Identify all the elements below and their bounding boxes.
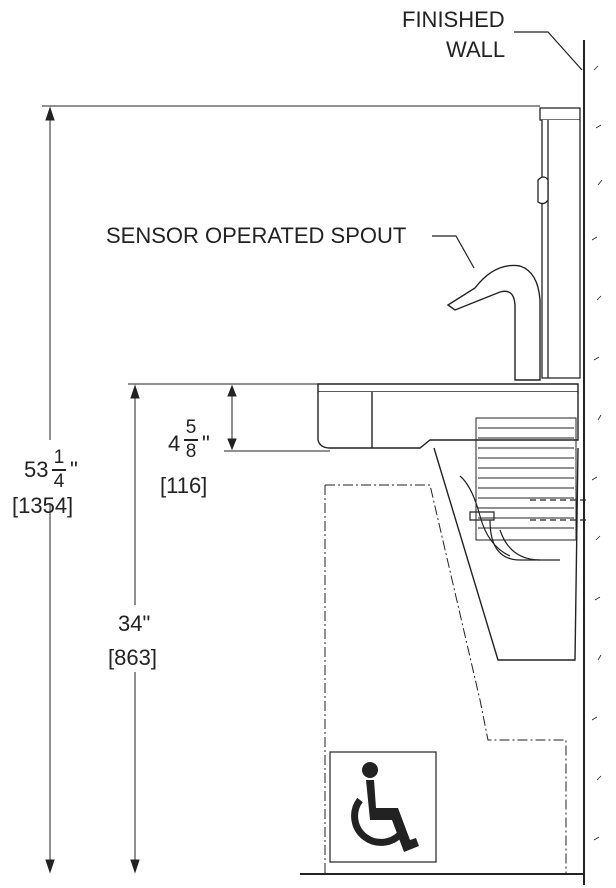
rim-height-metric: [863] [108,645,157,670]
basin-depth-numerator: 5 [185,417,197,438]
finished-wall [583,40,603,885]
total-height-whole: 53 [24,457,49,482]
trap-plumbing [459,475,590,561]
finished-wall-label-line1: FINISHED [402,7,505,32]
back-tower [537,107,581,379]
knee-clearance-outline [324,484,567,874]
wheelchair-icon [329,751,437,863]
basin-depth-dimension-line [227,384,237,451]
finished-wall-label-line2: WALL [446,37,506,62]
total-height-inch-mark: " [70,457,78,482]
spout-leader [432,235,475,269]
sensor-spout [446,264,541,381]
basin-body [317,383,579,661]
rim-height-dimension-line [130,384,140,874]
basin-depth-label: 4 5 8 " [116] [158,414,238,504]
rim-height-inch: 34" [118,611,151,636]
total-height-metric: [1354] [12,493,74,518]
basin-depth-metric: [116] [160,473,208,498]
basin-depth-whole: 4 [168,431,181,456]
total-height-denominator: 4 [53,471,65,492]
basin-depth-fraction: 5 8 [184,418,198,462]
spout-label: SENSOR OPERATED SPOUT [106,223,407,248]
total-height-numerator: 1 [53,447,65,468]
total-height-label: 53 1 4 " [1354] [8,446,108,526]
basin-depth-inch-mark: " [202,431,210,456]
total-height-dimension-line [45,106,55,874]
finished-wall-leader [514,31,583,71]
total-height-fraction: 1 4 [52,448,66,492]
basin-depth-denominator: 8 [185,441,197,462]
